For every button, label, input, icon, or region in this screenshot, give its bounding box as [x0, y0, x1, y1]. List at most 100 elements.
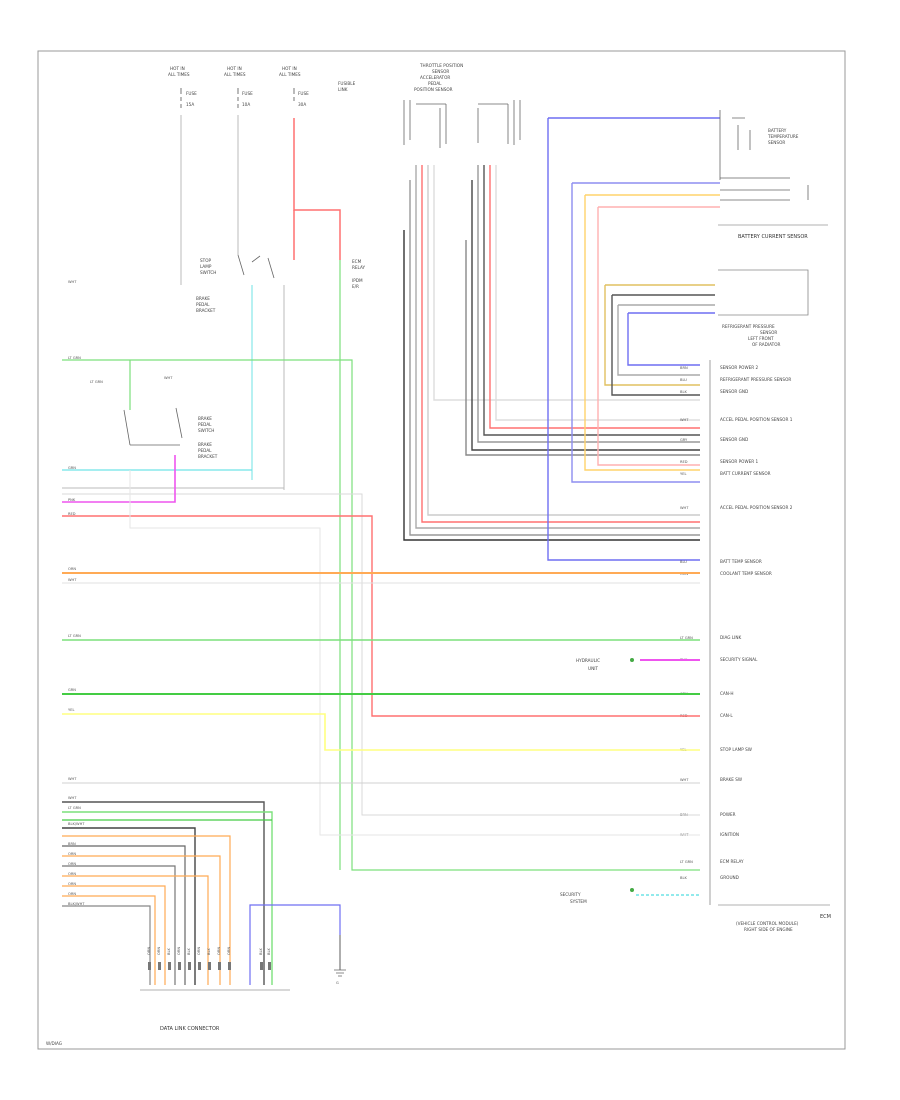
left-wire-tag: BLK/WHT: [68, 902, 85, 906]
left-wire-tag: WHT: [68, 280, 77, 284]
svg-text:BRACKET: BRACKET: [198, 454, 218, 459]
connector-pin-tag: BLK: [207, 948, 211, 955]
connector-pin: [158, 962, 161, 970]
connector-pin-tag: BLK: [187, 948, 191, 955]
left-wire-tag: ORN: [68, 872, 76, 876]
svg-text:TEMPERATURE: TEMPERATURE: [767, 134, 799, 139]
ecm-pin-wire-tag: LT GRN: [680, 636, 693, 640]
ecm-pin-label: SENSOR GND: [720, 437, 748, 442]
fuse-1-line2: ALL TIMES: [168, 72, 190, 77]
throttle-wire-bundle: [403, 165, 700, 541]
connector-pin: [218, 962, 221, 970]
fuse-feed-wires: [180, 115, 341, 870]
svg-text:BRACKET: BRACKET: [196, 308, 216, 313]
connector-pin-tag: ORN: [227, 947, 231, 955]
svg-text:BRAKE: BRAKE: [198, 442, 212, 447]
connector-pin: [208, 962, 211, 970]
connector-pin-tag: ORN: [147, 947, 151, 955]
ecm-pin-label: DIAG LINK: [720, 635, 742, 640]
fuse-1-amp: 15A: [186, 102, 194, 107]
connector-pin-tag: ORN: [177, 947, 181, 955]
left-wire-tag: PNK: [68, 498, 76, 502]
ecm-pin-label: STOP LAMP SW: [720, 747, 752, 752]
ecm-pin-label: POWER: [720, 812, 736, 817]
ecm-pin-label: SENSOR POWER 2: [720, 365, 758, 370]
left-wire-tag: ORN: [68, 567, 76, 571]
fusible-link-label: FUSIBLE LINK: [338, 81, 356, 92]
ecm-pin-wire-tag: BLU: [680, 560, 687, 564]
svg-text:SECURITY: SECURITY: [560, 892, 581, 897]
svg-text:ECM: ECM: [820, 914, 831, 920]
svg-text:IPDM: IPDM: [352, 278, 363, 283]
connector-pin: [260, 962, 263, 970]
left-wire-tag: GRN: [68, 688, 76, 692]
left-wire-tag: ORN: [68, 852, 76, 856]
ecm-pin-label: GROUND: [720, 875, 739, 880]
diagram-footer-code: W/DIAG: [46, 1041, 62, 1046]
ecm-pin-wire-tag: GRY: [680, 438, 688, 442]
ecm-pin-label: REFRIGERANT PRESSURE SENSOR: [720, 377, 791, 382]
connector-pin-tag: BLK: [267, 948, 271, 955]
left-wire-tag: WHT: [68, 777, 77, 781]
fuse-2-line1: HOT IN: [227, 66, 242, 71]
left-wire-tag: RED: [68, 512, 76, 516]
svg-text:UNIT: UNIT: [588, 666, 598, 671]
svg-text:LEFT FRONT: LEFT FRONT: [748, 336, 774, 341]
ecm-pin-label: SECURITY SIGNAL: [720, 657, 758, 662]
svg-text:PEDAL: PEDAL: [428, 81, 442, 86]
svg-text:SENSOR: SENSOR: [760, 330, 777, 335]
ecm-pin-wire-tag: RED: [680, 460, 688, 464]
throttle-sensor-label: THROTTLE POSITION SENSOR ACCELERATOR PED…: [414, 63, 463, 92]
fuse-2: HOT IN ALL TIMES FUSE 10A: [224, 66, 253, 107]
ecm-pin-label: ACCEL PEDAL POSITION SENSOR 1: [720, 417, 793, 422]
data-connector-wires: [62, 801, 341, 985]
svg-text:PEDAL: PEDAL: [196, 302, 210, 307]
ecm-pin-wire-tag: WHT: [680, 418, 689, 422]
left-wire-tag: WHT: [164, 376, 173, 380]
fuse-symbols: [180, 88, 295, 108]
svg-text:RELAY: RELAY: [352, 265, 366, 270]
svg-text:LINK: LINK: [338, 87, 348, 92]
ecm-pin-label: CAN-H: [720, 691, 734, 696]
connector-pin-tag: BLK: [167, 948, 171, 955]
left-wire-tag: ORN: [68, 892, 76, 896]
ecm-pin-label: CAN-L: [720, 713, 733, 718]
svg-text:STOP: STOP: [200, 258, 212, 263]
horizontal-wires: [62, 359, 700, 896]
ecm-pin-label: IGNITION: [720, 832, 739, 837]
refrigerant-sensor: REFRIGERANT PRESSURE SENSOR LEFT FRONT O…: [718, 269, 809, 347]
ecm-module-label: ECM (VEHICLE CONTROL MODULE) RIGHT SIDE …: [736, 914, 831, 932]
battery-temp-sensor-label: BATTERY TEMPERATURE SENSOR: [767, 128, 799, 145]
battery-temp-sensor-symbol: [719, 110, 809, 201]
stop-lamp-switch-label: STOP LAMP SWITCH BRAKE PEDAL BRACKET: [196, 258, 216, 313]
fuse-1: HOT IN ALL TIMES FUSE 15A: [168, 66, 197, 107]
svg-text:SWITCH: SWITCH: [198, 428, 214, 433]
svg-text:POSITION SENSOR: POSITION SENSOR: [414, 87, 453, 92]
ecm-pin-label: SENSOR GND: [720, 389, 748, 394]
left-wire-tag: BLK/WHT: [68, 822, 85, 826]
left-wire-tag: LT GRN: [68, 356, 81, 360]
fuse-1-line1: HOT IN: [170, 66, 185, 71]
connector-pin: [228, 962, 231, 970]
connector-pin: [168, 962, 171, 970]
diagram-frame: [37, 50, 846, 1050]
svg-text:RIGHT SIDE OF ENGINE: RIGHT SIDE OF ENGINE: [744, 927, 793, 932]
connector-pin-tag: ORN: [157, 947, 161, 955]
security-system-node: [630, 888, 634, 892]
connector-pin: [148, 962, 151, 970]
svg-text:HYDRAULIC: HYDRAULIC: [576, 658, 600, 663]
left-wire-tag: ORN: [68, 862, 76, 866]
svg-text:BRAKE: BRAKE: [196, 296, 210, 301]
ecm-pin-label: BRAKE SW: [720, 777, 742, 782]
svg-text:SENSOR: SENSOR: [432, 69, 449, 74]
ecm-pin-wire-tag: YEL: [680, 472, 686, 476]
brake-switch-label: BRAKE PEDAL SWITCH BRAKE PEDAL BRACKET: [198, 416, 218, 459]
left-wire-tag: LT GRN: [68, 806, 81, 810]
ecm-pin-label: ECM RELAY: [720, 859, 744, 864]
svg-text:BRAKE: BRAKE: [198, 416, 212, 421]
throttle-sensor-bracket: [403, 100, 521, 148]
